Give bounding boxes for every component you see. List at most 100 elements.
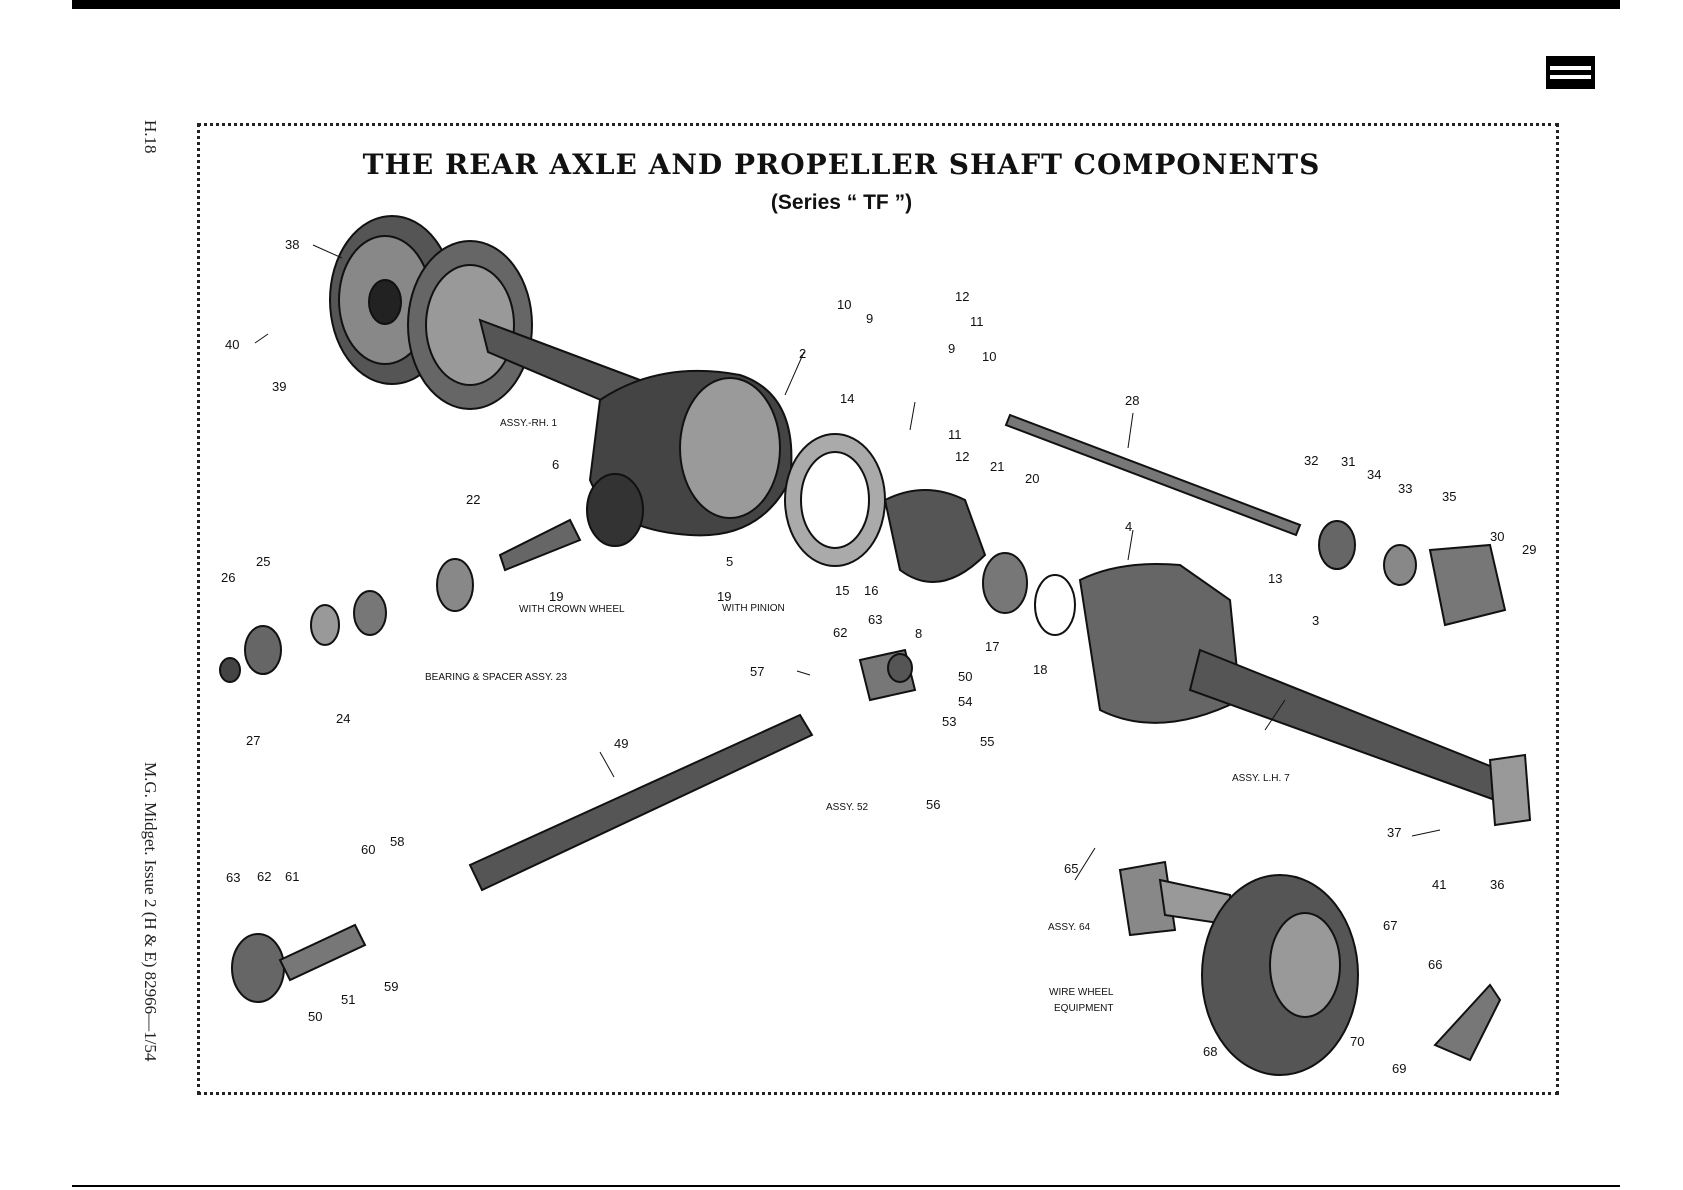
pinion-assembly [219,518,582,683]
callout-30: 30 [1490,529,1505,544]
callout-10a: 10 [837,297,852,312]
top-rule [72,0,1620,9]
page-title: THE REAR AXLE AND PROPELLER SHAFT COMPON… [362,148,1321,181]
differential-housing [586,369,793,547]
callout-69: 69 [1392,1061,1407,1076]
callout-59: 59 [384,979,399,994]
callout-39: 39 [272,379,287,394]
knock-off-cap-69 [1433,983,1502,1062]
callout-31: 31 [1341,454,1356,469]
diagram-frame [197,123,1559,1095]
brake-back-plate-rh [407,240,533,410]
crown-wheel [784,433,886,567]
callout-22: 22 [466,492,481,507]
callout-68: 68 [1203,1044,1218,1059]
callout-41: 41 [1432,877,1447,892]
callout-9a: 9 [866,311,874,326]
callout-26: 26 [221,570,236,585]
callout-49: 49 [614,736,629,751]
callout-12a: 12 [955,289,970,304]
universal-joint-lower [231,923,367,1003]
callout-60: 60 [361,842,376,857]
callout-assy-52: ASSY. 52 [826,802,869,813]
callout-34: 34 [1367,467,1382,482]
callout-assy-lh: ASSY. L.H. 7 [1232,773,1290,784]
propeller-shaft-49 [468,713,814,892]
callout-19b: 19 [717,589,732,604]
section-h-tab-icon [1546,56,1595,89]
callout-70: 70 [1350,1034,1365,1049]
callout-63a: 63 [868,612,883,627]
bearing-17 [982,552,1028,614]
hub-flange-35 [1428,543,1507,627]
callout-33: 33 [1398,481,1413,496]
callout-2: 2 [799,346,807,361]
callout-38: 38 [285,237,300,252]
oil-seal-33 [1383,544,1417,586]
callout-equipment: EQUIPMENT [1054,1003,1114,1014]
callout-4: 4 [1125,519,1133,534]
callout-32: 32 [1304,453,1319,468]
callout-61: 61 [285,869,300,884]
page-subtitle: (Series “ TF ”) [770,191,913,214]
callout-24: 24 [336,711,351,726]
callout-58: 58 [390,834,405,849]
callout-5: 5 [726,554,734,569]
callout-36: 36 [1490,877,1505,892]
leader-lines [254,244,1441,881]
callout-29: 29 [1522,542,1537,557]
callout-35: 35 [1442,489,1457,504]
callout-54: 54 [958,694,973,709]
callout-assy-rh: ASSY.-RH. 1 [500,418,558,429]
bearing-31 [1318,520,1356,570]
differential-cage [883,489,987,583]
callout-66: 66 [1428,957,1443,972]
callout-9b: 9 [948,341,956,356]
callout-with-pinion: WITH PINION [722,603,785,614]
race-18 [1034,574,1076,636]
callout-56: 56 [926,797,941,812]
callout-57: 57 [750,664,765,679]
callout-assy-64: ASSY. 64 [1048,922,1091,933]
callout-53: 53 [942,714,957,729]
callout-10b: 10 [982,349,997,364]
callout-11b: 11 [948,427,962,442]
callout-16: 16 [864,583,879,598]
callout-3: 3 [1312,613,1320,628]
callout-15: 15 [835,583,850,598]
callout-65: 65 [1064,861,1079,876]
callout-6: 6 [552,457,560,472]
callout-51: 51 [341,992,356,1007]
callout-62a: 62 [833,625,848,640]
callout-50b: 50 [308,1009,323,1024]
callout-20: 20 [1025,471,1040,486]
callout-62b: 62 [257,869,272,884]
callout-11a: 11 [970,314,984,329]
callout-40: 40 [225,337,240,352]
callout-13: 13 [1268,571,1283,586]
callout-wire-wheel: WIRE WHEEL [1049,987,1114,998]
half-shaft-28 [1004,413,1302,537]
callout-with-crown-wheel: WITH CROWN WHEEL [519,604,625,615]
callout-27: 27 [246,733,261,748]
callout-25: 25 [256,554,271,569]
callout-28: 28 [1125,393,1140,408]
bottom-rule [72,1185,1620,1187]
callout-37: 37 [1387,825,1402,840]
callout-17: 17 [985,639,1000,654]
axle-housing-lh [1078,563,1532,827]
brake-drum-68 [1201,874,1359,1076]
callout-21: 21 [990,459,1005,474]
callout-63b: 63 [226,870,241,885]
callout-55: 55 [980,734,995,749]
callout-12b: 12 [955,449,970,464]
universal-joint-upper [858,648,917,702]
callout-18: 18 [1033,662,1048,677]
callout-14: 14 [840,391,855,406]
callout-bearing-spacer: BEARING & SPACER ASSY. 23 [425,672,567,683]
callout-8: 8 [915,626,923,641]
callout-50a: 50 [958,669,973,684]
callout-19a: 19 [549,589,564,604]
callout-67: 67 [1383,918,1398,933]
